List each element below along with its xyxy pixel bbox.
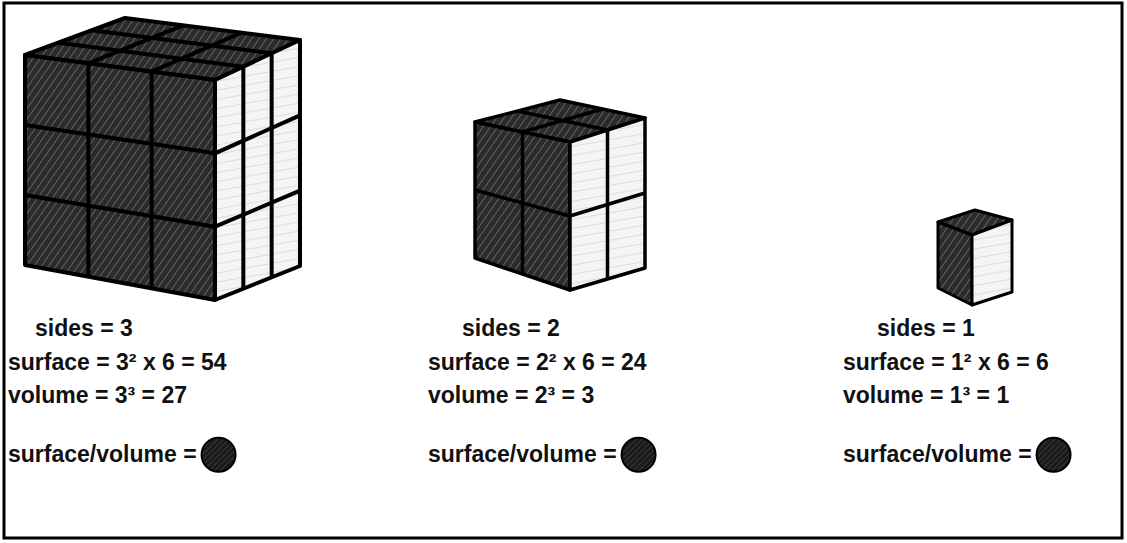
cubes — [25, 18, 1012, 305]
formula-label: volume = 1³ = 1 — [843, 383, 1009, 408]
cube — [25, 18, 300, 300]
cube — [938, 210, 1012, 305]
cube-right-face — [215, 40, 300, 300]
frame — [4, 3, 1122, 538]
ratio-label: surface/volume = — [8, 442, 197, 467]
cube-grid-line — [25, 195, 215, 227]
cube-right-face — [570, 118, 645, 290]
ratio-label: surface/volume = — [843, 442, 1032, 467]
answer-blots — [202, 438, 1071, 472]
formula-label: sides = 2 — [462, 316, 560, 341]
cube-grid-line — [570, 193, 645, 216]
cube-grid-line — [475, 190, 570, 216]
formula-label: sides = 3 — [35, 316, 133, 341]
cube-grid-line — [523, 109, 603, 132]
cube-grid-line — [150, 72, 154, 289]
formula-label: volume = 2³ = 3 — [428, 383, 594, 408]
cube-grid-line — [92, 30, 272, 53]
ratio-label: surface/volume = — [428, 442, 617, 467]
answer-blot — [622, 438, 656, 472]
cube-grid-line — [25, 125, 215, 153]
cube-grid-line — [86, 63, 90, 276]
cube-left-face — [938, 222, 972, 305]
answer-blot — [1037, 438, 1071, 472]
cube-grid-line — [241, 67, 245, 289]
cube — [475, 100, 645, 290]
cube-right-face — [972, 220, 1012, 305]
cube-left-face — [475, 122, 570, 290]
answer-blot — [202, 438, 236, 472]
cube-left-face — [25, 55, 215, 300]
cube-grid-line — [215, 191, 300, 227]
formula-label: surface = 3² x 6 = 54 — [8, 350, 227, 375]
formula-label: volume = 3³ = 27 — [8, 383, 187, 408]
cube-grid-line — [152, 33, 242, 72]
cube-grid-line — [270, 53, 274, 277]
formula-label: sides = 1 — [877, 316, 975, 341]
formula-label: surface = 2² x 6 = 24 — [428, 350, 647, 375]
formula-label: surface = 1² x 6 = 6 — [843, 350, 1049, 375]
cube-grid-line — [215, 115, 300, 153]
